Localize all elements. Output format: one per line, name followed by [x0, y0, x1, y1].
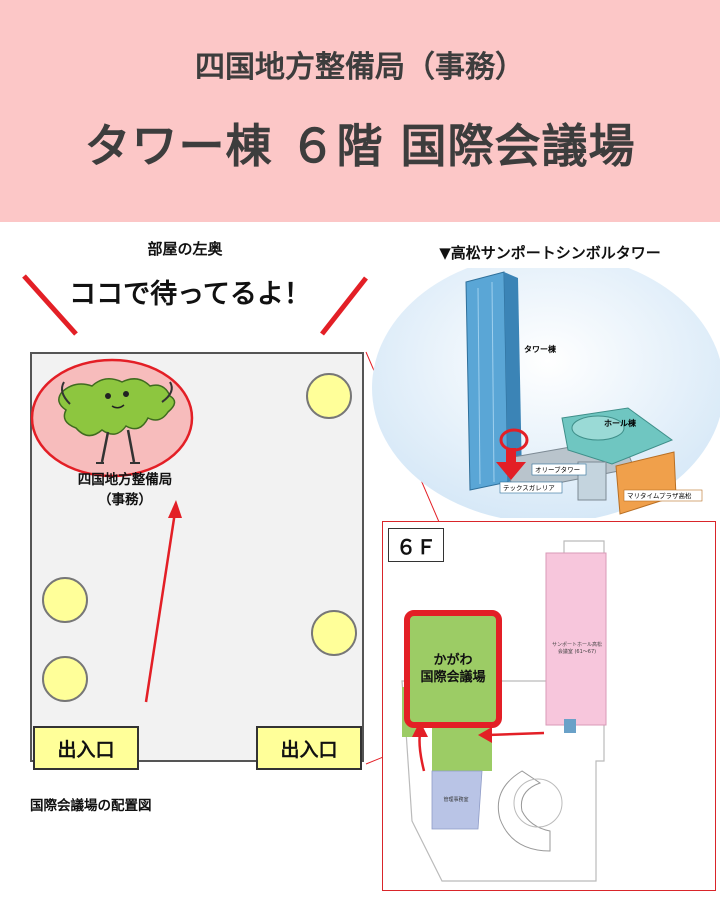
header-subtitle: 四国地方整備局（事務） — [195, 50, 525, 85]
seat-top-right — [306, 373, 352, 419]
office-label: 四国地方整備局 （事務） — [40, 470, 210, 510]
kagawa-label-line2: 国際会議場 — [420, 670, 486, 685]
header-title: タワー棟 ６階 国際会議場 — [84, 119, 636, 173]
hall-label-line2: 会議室 (61～67) — [557, 649, 597, 655]
tower-label-olive: オリーブタワー — [535, 465, 580, 474]
emphasis-marks — [22, 274, 368, 336]
route-arrow-floor-vertical — [418, 732, 426, 772]
route-arrow-line — [144, 511, 177, 703]
tower-label-tower: タワー棟 — [524, 344, 557, 354]
tower-caption: ▼高松サンポートシンボルタワー — [439, 244, 661, 262]
seat-left-upper — [42, 577, 88, 623]
room-overlay — [30, 358, 357, 703]
tower-illustration: タワー棟 ホール棟 オリーブタワー テックスガレリア マリタイムプラザ高松 — [372, 268, 720, 518]
management-room — [431, 770, 483, 830]
hall-label: サンポートホール高松 会議室 (61～67) — [548, 642, 606, 656]
header-banner — [0, 0, 720, 222]
kagawa-conference-room — [404, 610, 502, 728]
tower-label-maritime: マリタイムプラザ高松 — [627, 491, 692, 500]
emphasis-mark-right — [320, 276, 368, 336]
tower-label-galleria: テックスガレリア — [503, 483, 555, 492]
seat-left-lower — [42, 656, 88, 702]
hall-room — [545, 552, 607, 726]
layout-caption: 国際会議場の配置図 — [30, 798, 152, 814]
hall-label-line1: サンポートホール高松 — [551, 642, 602, 648]
route-arrow-head — [168, 500, 182, 518]
kagawa-label-line1: かがわ — [433, 653, 473, 668]
note-location: 部屋の左奥 — [147, 240, 223, 258]
seat-right-middle — [311, 610, 357, 656]
elevator-icon — [564, 719, 576, 733]
management-label: 管理事務室 — [443, 797, 469, 803]
emphasis-mark-left — [22, 274, 78, 336]
entrance-right: 出入口 — [256, 726, 362, 770]
kagawa-label: かがわ 国際会議場 — [404, 652, 502, 686]
tower-label-hall: ホール棟 — [604, 418, 637, 428]
note-waiting: ココで待ってるよ！ — [69, 279, 311, 310]
office-label-line1: 四国地方整備局 — [77, 472, 173, 488]
floor-tag: ６Ｆ — [388, 528, 444, 562]
mascot-icon — [58, 378, 176, 464]
entrance-left: 出入口 — [33, 726, 139, 770]
office-label-line2: （事務） — [98, 492, 152, 508]
route-arrow-floor-horizontal — [487, 731, 545, 737]
